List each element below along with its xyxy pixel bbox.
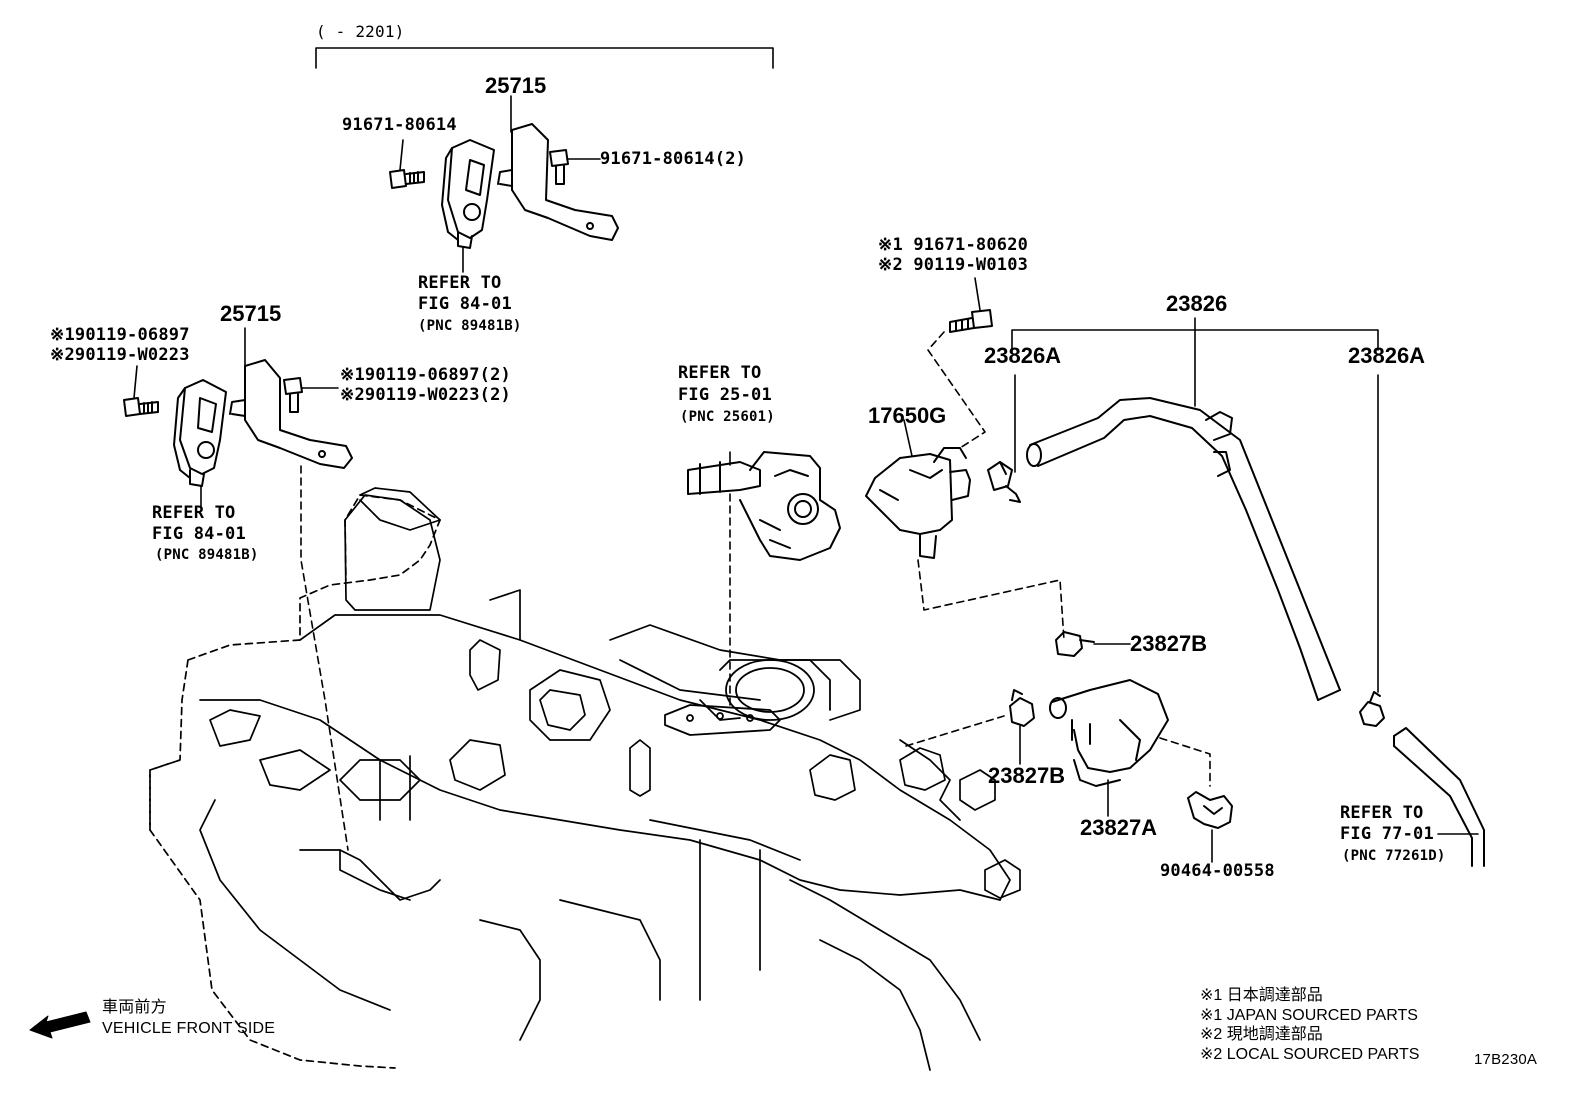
part-23826a-left[interactable]: 23826A	[984, 343, 1062, 368]
intake-manifold	[149, 487, 1021, 1071]
part-bolt-vsv-2[interactable]: ※2 90119-W0103	[878, 255, 1029, 275]
figure-code: 17B230A	[1474, 1051, 1538, 1068]
part-91671-80614-top-left[interactable]: 91671-80614	[342, 115, 457, 135]
clip-90464	[1187, 791, 1233, 829]
part-23826a-right[interactable]: 23826A	[1348, 343, 1426, 368]
part-bolt-left-right-2[interactable]: ※290119-W0223(2)	[340, 385, 511, 405]
legend-item: ※1 JAPAN SOURCED PARTS	[1200, 1006, 1418, 1024]
sensor-top	[441, 139, 495, 249]
part-25715-left[interactable]: 25715	[220, 301, 282, 326]
refer-left-line3[interactable]: (PNC 89481B)	[155, 547, 259, 563]
part-bolt-left-1[interactable]: ※190119-06897	[50, 325, 190, 345]
hose-23827a	[1049, 679, 1169, 787]
part-17650g[interactable]: 17650G	[868, 403, 947, 428]
part-bolt-left-right-1[interactable]: ※190119-06897(2)	[340, 365, 511, 385]
part-23827a[interactable]: 23827A	[1080, 815, 1158, 840]
bolt-top-left	[389, 169, 425, 189]
refer-left-line2[interactable]: FIG 84-01	[152, 524, 246, 544]
refer-top-line3[interactable]: (PNC 89481B)	[418, 318, 522, 334]
throttle-flange	[664, 659, 831, 736]
bolt-top-right	[549, 149, 569, 185]
pipe-77-01	[1393, 727, 1485, 867]
part-23826[interactable]: 23826	[1166, 291, 1228, 316]
refer-top-line2[interactable]: FIG 84-01	[418, 294, 512, 314]
part-23827b-bottom[interactable]: 23827B	[988, 763, 1066, 788]
legend-item: ※2 現地調達部品	[1200, 1026, 1323, 1043]
part-25715-top[interactable]: 25715	[485, 73, 547, 98]
legend: ※1 日本調達部品 ※1 JAPAN SOURCED PARTS ※2 現地調達…	[1200, 986, 1419, 1064]
refer-throttle-line2[interactable]: FIG 25-01	[678, 385, 772, 405]
part-90464-00558[interactable]: 90464-00558	[1160, 861, 1275, 881]
clamp-23827b-bottom	[1009, 689, 1035, 727]
date-range-bracket	[315, 47, 774, 69]
bracket-top	[497, 123, 619, 241]
bolt-vsv	[949, 309, 993, 333]
clamp-23826a-right	[1359, 691, 1385, 727]
refer-throttle-line3[interactable]: (PNC 25601)	[680, 409, 775, 425]
refer-left-line1[interactable]: REFER TO	[152, 503, 236, 523]
refer-throttle-line1[interactable]: REFER TO	[678, 363, 762, 383]
refer-right-line1[interactable]: REFER TO	[1340, 803, 1424, 823]
hose-23826	[1026, 397, 1341, 701]
clamp-23826a-left	[987, 461, 1021, 503]
part-91671-80614-top-right[interactable]: 91671-80614(2)	[600, 149, 747, 169]
clamp-23827b-top	[1055, 631, 1095, 657]
refer-right-line2[interactable]: FIG 77-01	[1340, 824, 1434, 844]
throttle-body	[687, 451, 841, 561]
bolt-left-right	[283, 377, 303, 413]
front-arrow-icon	[29, 1011, 91, 1039]
part-23827b-top[interactable]: 23827B	[1130, 631, 1208, 656]
refer-top-line1[interactable]: REFER TO	[418, 273, 502, 293]
bolt-left	[123, 397, 159, 417]
front-side-en: VEHICLE FRONT SIDE	[102, 1020, 276, 1037]
sensor-left	[173, 379, 227, 487]
front-side-jp: 車両前方	[102, 999, 167, 1016]
legend-item: ※1 日本調達部品	[1200, 987, 1323, 1004]
part-bolt-vsv-1[interactable]: ※1 91671-80620	[878, 235, 1029, 255]
legend-item: ※2 LOCAL SOURCED PARTS	[1200, 1045, 1420, 1063]
vsv-valve	[865, 447, 971, 559]
refer-right-line3[interactable]: (PNC 77261D)	[1342, 848, 1446, 864]
date-range-label: ( - 2201)	[316, 22, 405, 41]
part-bolt-left-2[interactable]: ※290119-W0223	[50, 345, 190, 365]
bracket-left	[229, 359, 353, 469]
